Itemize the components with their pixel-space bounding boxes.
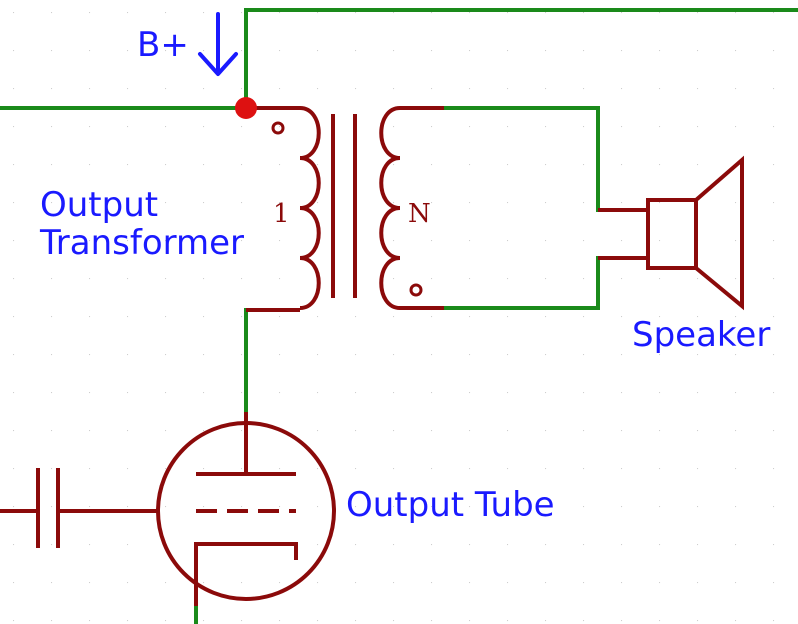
- speaker-icon: [598, 155, 744, 311]
- tube-cathode: [194, 542, 298, 606]
- output-tube-label: Output Tube: [346, 485, 555, 525]
- speaker-label: Speaker: [632, 315, 770, 355]
- coupling-capacitor: [0, 468, 160, 548]
- bplus-arrow-icon: [198, 12, 238, 76]
- transformer-label-line1: Output: [40, 185, 158, 225]
- primary-polarity-dot: [271, 121, 285, 135]
- bplus-junction-dot: [235, 97, 257, 119]
- transformer-label-line2: Transformer: [39, 223, 244, 263]
- transformer-secondary-winding: [379, 106, 444, 310]
- secondary-polarity-dot: [409, 283, 423, 297]
- secondary-ratio-label: N: [408, 199, 431, 229]
- primary-ratio-label: 1: [273, 199, 290, 229]
- bplus-label: B+: [137, 25, 189, 65]
- wire-bplus-top: [244, 8, 798, 110]
